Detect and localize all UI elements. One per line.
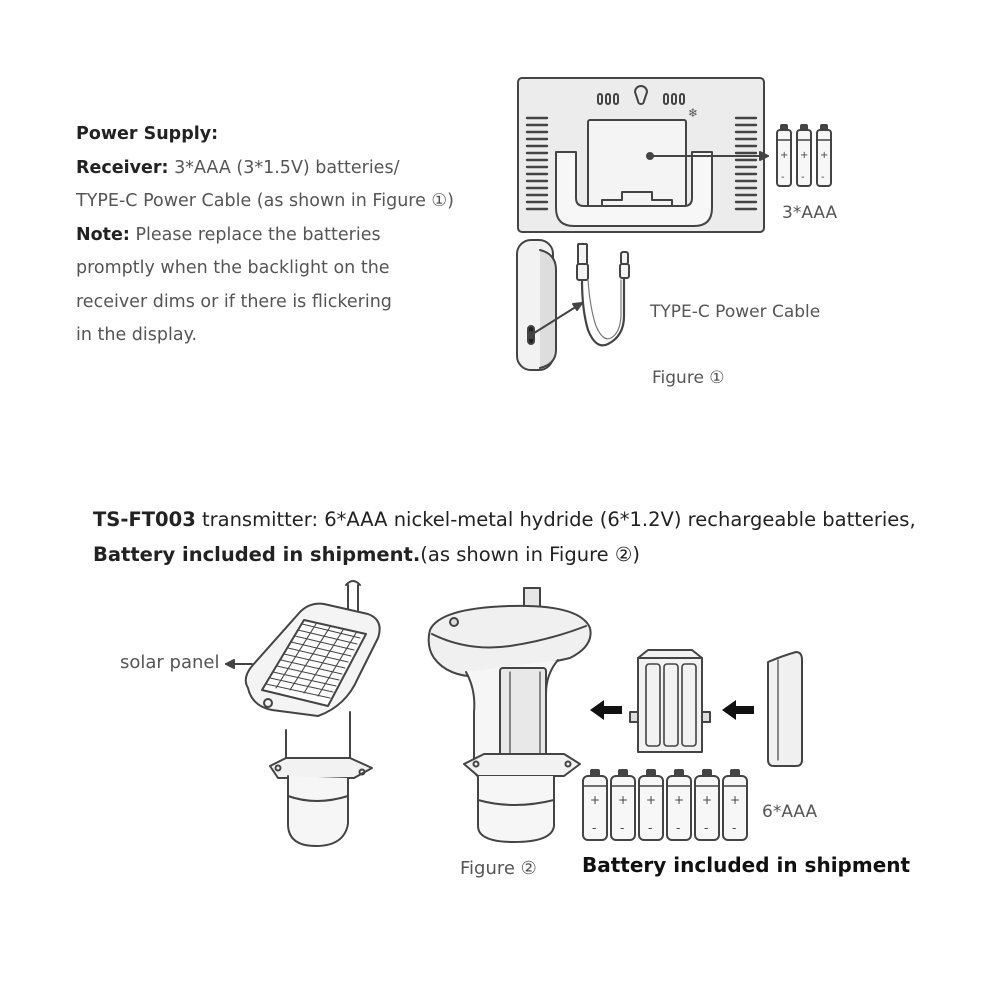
svg-text:-: -: [648, 821, 652, 835]
typec-line: TYPE-C Power Cable (as shown in Figure ①…: [76, 191, 454, 211]
battery-holder-drawing: [629, 649, 711, 753]
svg-text:+: +: [674, 793, 684, 807]
svg-text:-: -: [801, 172, 805, 183]
three-aaa-label: 3*AAA: [782, 203, 838, 223]
battery-cover-drawing: [767, 651, 803, 767]
transmitter-open-drawing: [427, 587, 592, 843]
svg-text:+: +: [618, 793, 628, 807]
svg-text:-: -: [781, 172, 785, 183]
solar-panel-label: solar panel: [120, 652, 220, 673]
svg-text:+: +: [702, 793, 712, 807]
transmitter-line-2: Battery included in shipment.(as shown i…: [93, 543, 640, 566]
svg-text:-: -: [676, 821, 680, 835]
six-aaa-label: 6*AAA: [762, 802, 818, 822]
note-line-2: promptly when the backlight on the: [76, 258, 390, 278]
transmitter-line-1: TS-FT003 transmitter: 6*AAA nickel-metal…: [93, 508, 916, 531]
svg-text:+: +: [590, 793, 600, 807]
note-line-4: in the display.: [76, 325, 198, 345]
transmitter-solar-drawing: [225, 580, 381, 847]
power-supply-text: Power Supply: Receiver: 3*AAA (3*1.5V) b…: [76, 118, 496, 353]
svg-text:-: -: [732, 821, 736, 835]
svg-text:-: -: [592, 821, 596, 835]
svg-text:+: +: [730, 793, 740, 807]
svg-text:+: +: [646, 793, 656, 807]
typec-cable-label: TYPE-C Power Cable: [650, 302, 821, 322]
transmitter-text: TS-FT003 transmitter: 6*AAA nickel-metal…: [93, 502, 916, 572]
receiver-line: Receiver: 3*AAA (3*1.5V) batteries/: [76, 157, 400, 178]
transmitter-model: TS-FT003: [93, 508, 196, 531]
typec-cable-drawing: [576, 243, 630, 347]
svg-text:-: -: [620, 821, 624, 835]
shipment-label: Battery included in shipment: [582, 853, 911, 877]
svg-text:+: +: [780, 150, 788, 161]
svg-text:+: +: [820, 150, 828, 161]
note-line-3: receiver dims or if there is flickering: [76, 291, 392, 312]
note-line: Note: Please replace the batteries: [76, 224, 381, 245]
svg-text:-: -: [704, 821, 708, 835]
svg-text:-: -: [821, 172, 825, 183]
receiver-side-drawing: [516, 239, 583, 371]
svg-text:+: +: [800, 150, 808, 161]
power-supply-heading: Power Supply:: [76, 124, 219, 144]
insert-arrow-icon: [590, 700, 754, 720]
figure-2-caption: Figure ②: [460, 858, 537, 879]
aaa-battery-group: + + + - - -: [776, 124, 832, 187]
figure-1-caption: Figure ①: [652, 368, 725, 388]
svg-text:❄: ❄: [688, 106, 698, 120]
six-aaa-battery-group: + + + + + + - - - - - -: [582, 769, 748, 841]
receiver-back-drawing: ❄: [517, 77, 769, 233]
